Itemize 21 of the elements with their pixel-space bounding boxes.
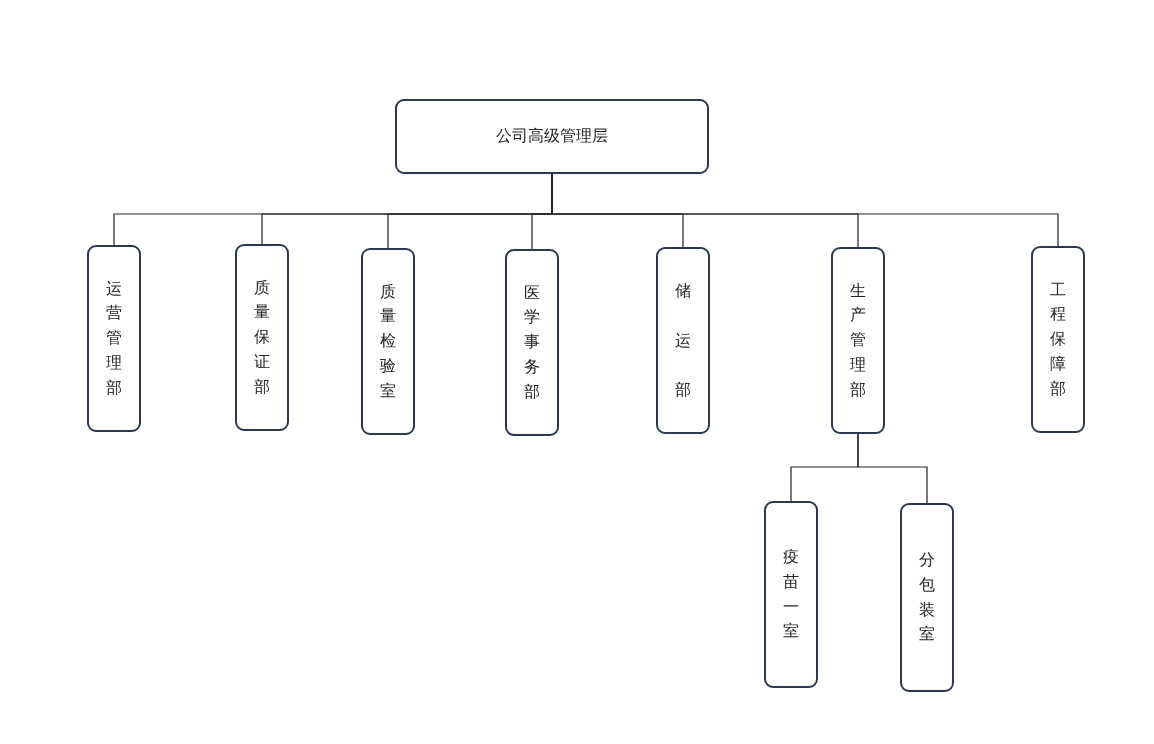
department-box: [764, 501, 818, 688]
department-name: 公司高级管理层: [496, 126, 608, 147]
department-name: 质量保证部: [254, 276, 270, 398]
department-name: 储运部: [675, 280, 691, 402]
department-box: [361, 248, 415, 435]
department-box: [1031, 246, 1085, 433]
department-box: [505, 249, 559, 436]
department-box: [656, 247, 710, 434]
department-name: 疫苗一室: [783, 545, 799, 643]
department-box: [87, 245, 141, 432]
department-name: 医学事务部: [524, 281, 540, 403]
connector-line: [857, 433, 928, 504]
department-box: [831, 247, 885, 434]
department-box: [235, 244, 289, 431]
department-name: 运营管理部: [106, 277, 122, 399]
department-name: 生产管理部: [850, 279, 866, 401]
department-box: [900, 503, 954, 692]
management-box: [395, 99, 709, 174]
department-name: 分包装室: [919, 548, 935, 646]
department-name: 质量检验室: [380, 280, 396, 402]
department-name: 工程保障部: [1050, 278, 1066, 400]
